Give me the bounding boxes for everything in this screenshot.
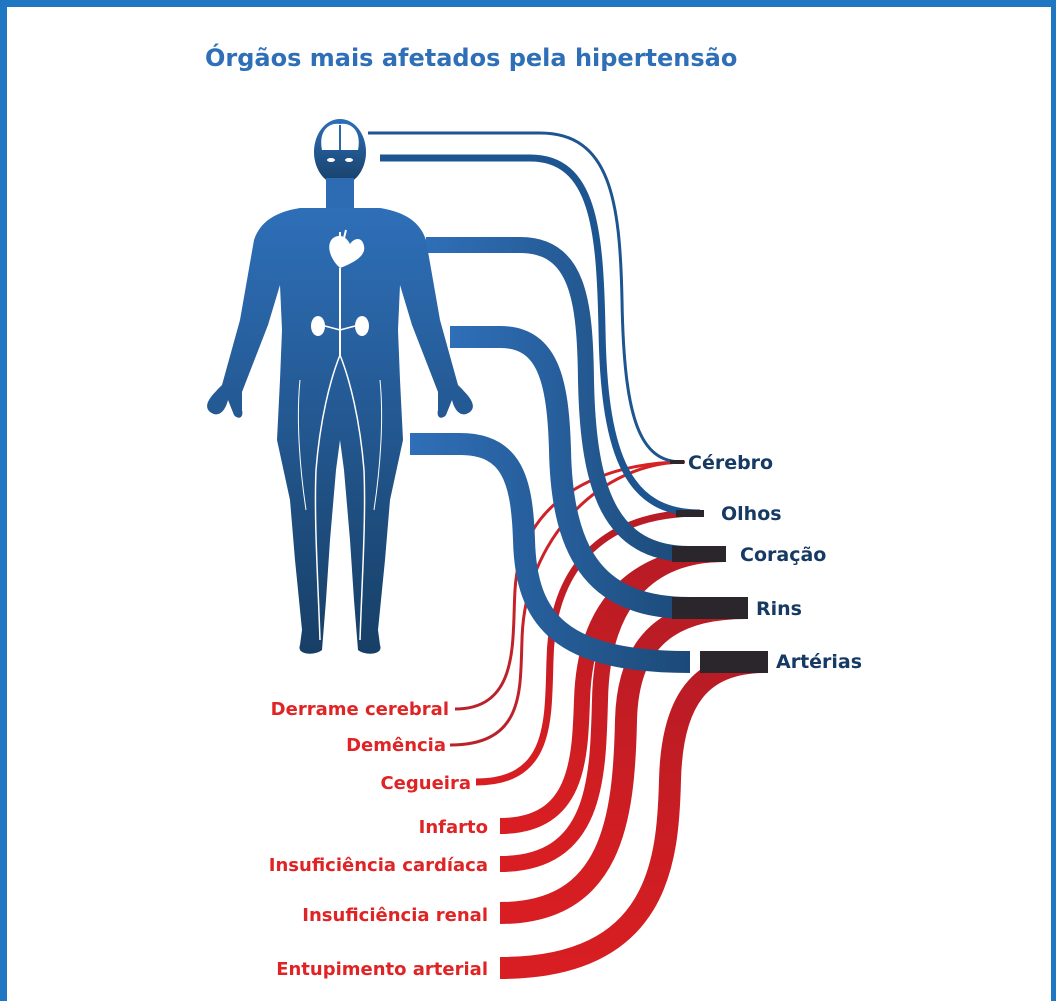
label-demencia: Demência: [346, 735, 446, 756]
label-rins: Rins: [756, 598, 802, 620]
label-entupimento-arterial: Entupimento arterial: [276, 959, 488, 980]
label-derrame-cerebral: Derrame cerebral: [271, 699, 449, 720]
diagram-title: Órgãos mais afetados pela hipertensão: [205, 42, 737, 72]
label-insuficiencia-cardiaca: Insuficiência cardíaca: [269, 855, 488, 876]
label-cegueira: Cegueira: [380, 773, 471, 794]
label-arterias: Artérias: [776, 651, 862, 673]
effect-connectors: [450, 462, 766, 968]
label-insuficiencia-renal: Insuficiência renal: [302, 905, 488, 926]
label-olhos: Olhos: [721, 503, 782, 525]
label-infarto: Infarto: [419, 817, 488, 838]
brain-icon: [321, 124, 359, 150]
label-coracao: Coração: [740, 544, 826, 566]
human-body-figure: [207, 119, 473, 654]
organ-labels: Cérebro Olhos Coração Rins Artérias: [688, 452, 862, 673]
effect-labels: Derrame cerebral Demência Cegueira Infar…: [269, 699, 488, 980]
label-cerebro: Cérebro: [688, 452, 773, 474]
